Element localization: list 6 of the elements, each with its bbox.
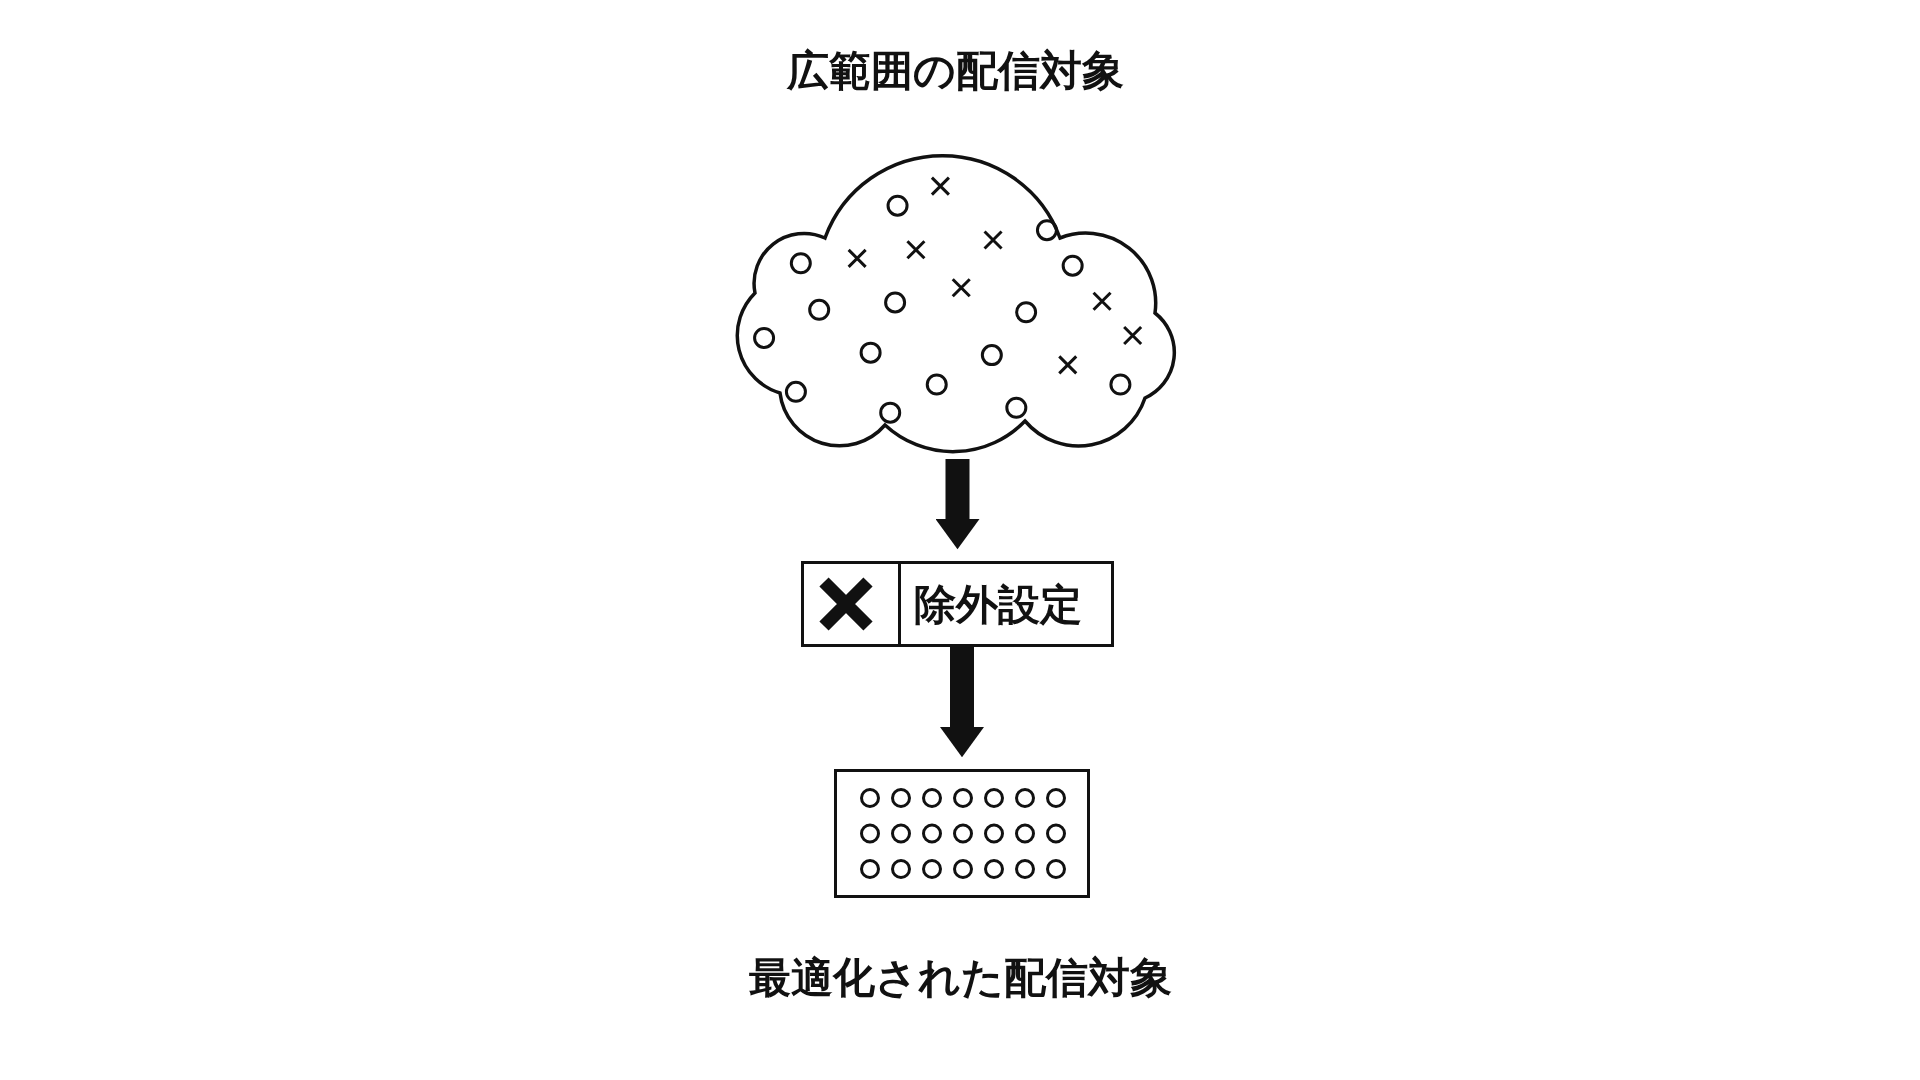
box-label: 除外設定 (914, 579, 1082, 631)
exclusion-box (801, 561, 1114, 647)
heading: 広範囲の配信対象 (785, 45, 1125, 97)
arrow (935, 459, 980, 550)
caption-text: 最適化された配信対象 (747, 952, 1173, 1004)
arrow (940, 647, 984, 758)
